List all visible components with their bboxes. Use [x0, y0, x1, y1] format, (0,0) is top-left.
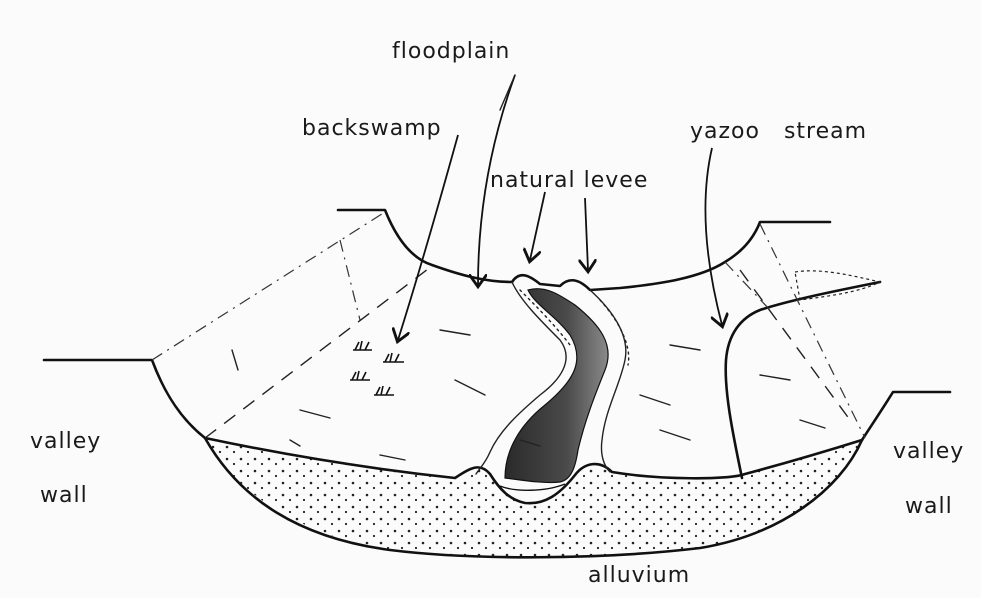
levee-arrow-right — [585, 198, 588, 270]
sediment-lines — [152, 212, 865, 460]
levee-arrow-left — [530, 192, 545, 260]
floodplain-label: floodplain — [392, 39, 510, 64]
valley-wall-right-line1: valley — [893, 439, 964, 464]
valley-wall-left-line2: wall — [40, 483, 88, 508]
valley-wall-left-line1: valley — [30, 429, 101, 454]
channel-water — [500, 484, 565, 490]
backswamp-arrow — [398, 135, 458, 340]
yazoo-stream-label: yazoo stream — [690, 119, 867, 144]
alluvium-label: alluvium — [588, 563, 690, 588]
river-channel — [505, 289, 608, 483]
natural-levee-label: natural levee — [490, 168, 648, 193]
backswamp-vegetation — [350, 341, 404, 395]
yazoo-arrow — [705, 148, 722, 325]
backswamp-label: backswamp — [302, 116, 442, 141]
valley-wall-right-line2: wall — [905, 494, 953, 519]
